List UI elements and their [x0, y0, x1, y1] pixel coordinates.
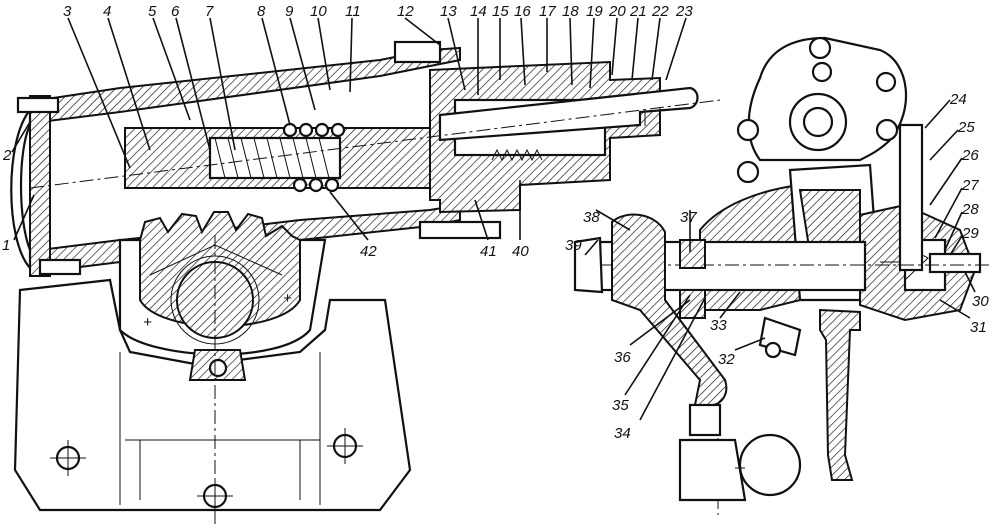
label-8: 8 — [257, 3, 266, 20]
label-22: 22 — [651, 3, 669, 20]
label-6: 6 — [171, 3, 180, 20]
label-2: 2 — [2, 147, 12, 164]
ball-screw — [214, 137, 330, 179]
label-29: 29 — [961, 225, 979, 242]
label-12: 12 — [397, 3, 414, 20]
label-10: 10 — [310, 3, 327, 20]
label-42: 42 — [360, 243, 377, 260]
front-cover — [29, 95, 51, 277]
recirculating-balls — [282, 122, 346, 193]
label-14: 14 — [470, 3, 487, 20]
label-32: 32 — [718, 351, 735, 368]
callout-labels: 1 2 3 4 5 6 7 8 9 10 11 12 13 14 15 16 1… — [2, 3, 989, 442]
mounting-bracket — [13, 278, 412, 512]
label-36: 36 — [614, 349, 631, 366]
label-27: 27 — [961, 177, 979, 194]
shaft-nut — [573, 236, 604, 294]
label-28: 28 — [961, 201, 979, 218]
label-24: 24 — [949, 91, 967, 108]
label-23: 23 — [675, 3, 693, 20]
label-19: 19 — [586, 3, 603, 20]
label-39: 39 — [565, 237, 582, 254]
label-18: 18 — [562, 3, 579, 20]
label-26: 26 — [961, 147, 979, 164]
shaft-seal — [679, 239, 706, 269]
svg-text:+: + — [143, 314, 152, 331]
leader-lines — [11, 17, 976, 421]
mounting-foot — [819, 308, 861, 481]
right-section-view — [573, 36, 990, 515]
adjusting-screw — [928, 252, 982, 274]
label-3: 3 — [63, 3, 72, 20]
label-30: 30 — [972, 293, 989, 310]
label-1: 1 — [2, 237, 10, 254]
label-37: 37 — [680, 209, 697, 226]
label-7: 7 — [205, 3, 214, 20]
reaction-springs — [491, 148, 543, 162]
label-40: 40 — [512, 243, 529, 260]
label-16: 16 — [514, 3, 531, 20]
label-31: 31 — [970, 319, 987, 336]
label-17: 17 — [539, 3, 556, 20]
label-5: 5 — [148, 3, 157, 20]
label-35: 35 — [612, 397, 629, 414]
label-9: 9 — [285, 3, 294, 20]
label-11: 11 — [345, 3, 361, 20]
label-20: 20 — [608, 3, 626, 20]
label-15: 15 — [492, 3, 509, 20]
label-21: 21 — [629, 3, 647, 20]
label-13: 13 — [440, 3, 457, 20]
label-38: 38 — [583, 209, 600, 226]
cover-bolt-top — [16, 96, 60, 114]
label-33: 33 — [710, 317, 727, 334]
label-41: 41 — [480, 243, 497, 260]
svg-text:+: + — [283, 290, 292, 307]
label-34: 34 — [614, 425, 631, 442]
cover-bolt-bottom — [38, 258, 82, 276]
ball-joint — [678, 403, 802, 502]
gear-housing — [39, 46, 461, 124]
label-4: 4 — [103, 3, 111, 20]
left-section-view: + + — [10, 40, 721, 525]
label-25: 25 — [957, 119, 975, 136]
